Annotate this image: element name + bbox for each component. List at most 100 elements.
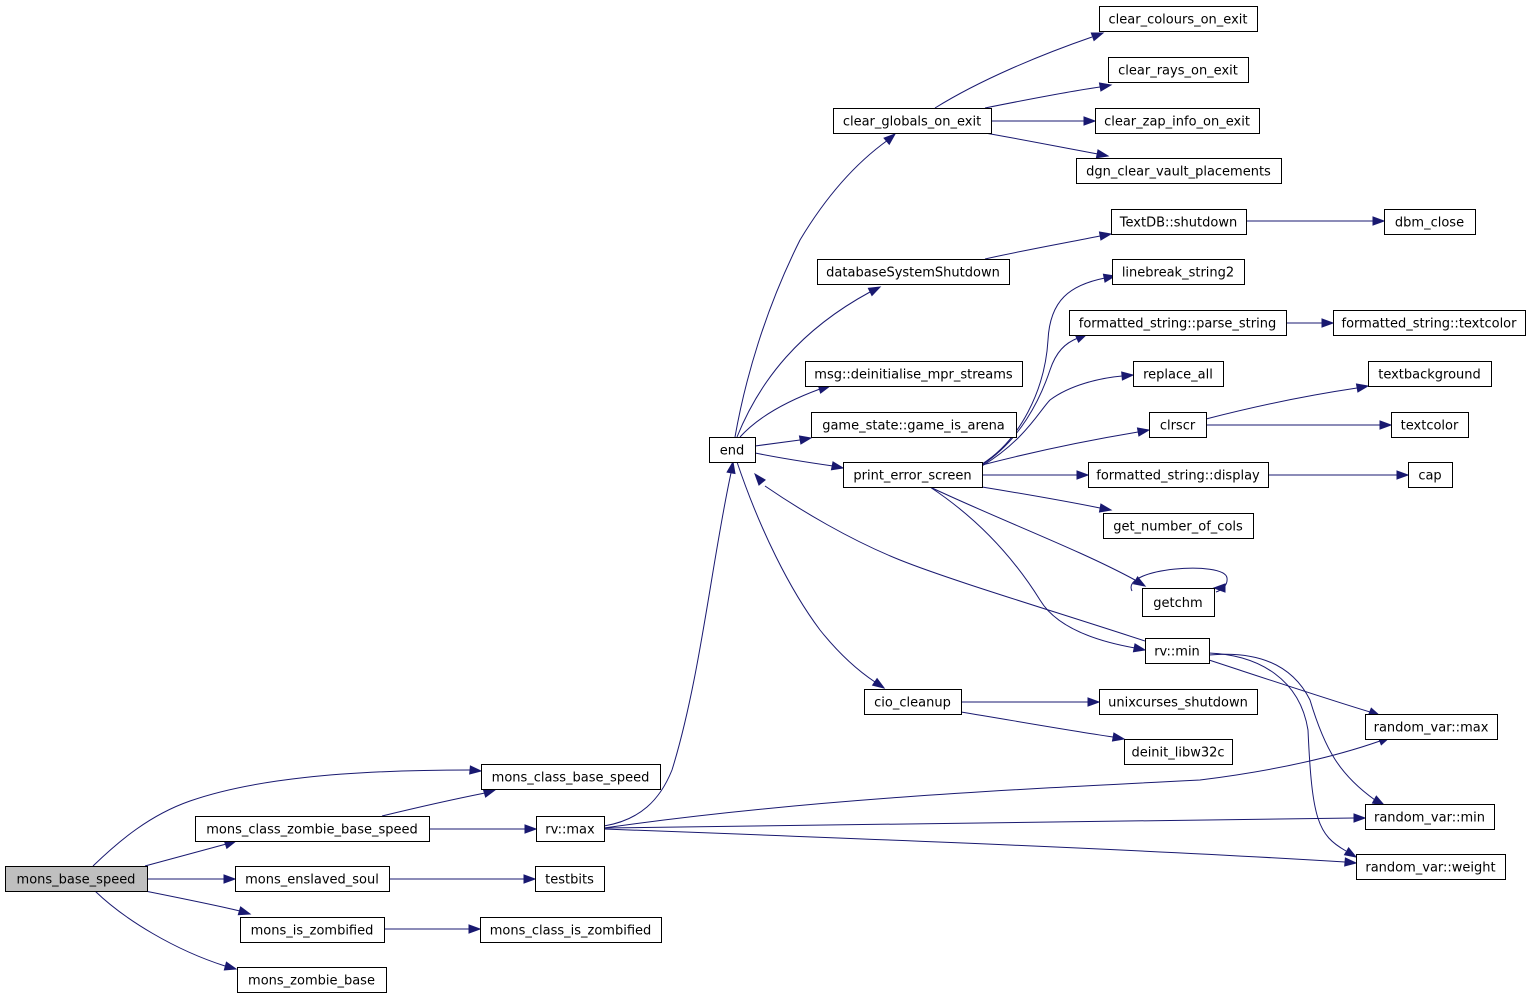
edge-mons_class_zombie_base_speed-to-mons_class_base_speed <box>381 788 497 817</box>
node-mons-zombie-base[interactable]: mons_zombie_base <box>237 967 387 993</box>
node-print-error-screen[interactable]: print_error_screen <box>843 462 983 488</box>
node-box <box>1108 57 1249 83</box>
node-fs-parse-string[interactable]: formatted_string::parse_string <box>1069 310 1287 336</box>
edge-mons_enslaved_soul-to-testbits <box>389 874 537 884</box>
node-clear-rays-on-exit[interactable]: clear_rays_on_exit <box>1108 57 1249 83</box>
node-label: mons_is_zombified <box>251 924 374 939</box>
edge-print_error_screen-to-get_number_of_cols <box>981 486 1113 513</box>
node-label: unixcurses_shutdown <box>1108 696 1248 711</box>
node-clear-globals-on-exit[interactable]: clear_globals_on_exit <box>833 108 992 134</box>
node-mons-is-zombified[interactable]: mons_is_zombified <box>240 917 385 943</box>
node-deinit-libw32c[interactable]: deinit_libw32c <box>1124 739 1233 765</box>
node-random-var-weight[interactable]: random_var::weight <box>1356 854 1506 880</box>
node-label: print_error_screen <box>853 469 971 484</box>
node-box <box>1145 638 1210 664</box>
node-label: formatted_string::display <box>1096 469 1260 484</box>
edge-print_error_screen-to-replace_all <box>981 371 1135 467</box>
node-mons-enslaved-soul[interactable]: mons_enslaved_soul <box>235 866 390 892</box>
node-dgn-clear-vault-placements[interactable]: dgn_clear_vault_placements <box>1076 158 1282 184</box>
node-box <box>1099 689 1258 715</box>
node-label: textcolor <box>1401 419 1459 434</box>
node-label: mons_class_base_speed <box>492 771 650 786</box>
node-cio-cleanup[interactable]: cio_cleanup <box>864 689 962 715</box>
node-end[interactable]: end <box>709 437 756 463</box>
node-clear-zap-info-on-exit[interactable]: clear_zap_info_on_exit <box>1095 108 1260 134</box>
node-label: clear_zap_info_on_exit <box>1104 115 1250 130</box>
node-box <box>1391 412 1469 438</box>
node-textdb-shutdown[interactable]: TextDB::shutdown <box>1111 209 1247 235</box>
node-box <box>1099 6 1258 32</box>
node-deinit-mpr[interactable]: msg::deinitialise_mpr_streams <box>805 361 1023 387</box>
node-cap[interactable]: cap <box>1408 462 1453 488</box>
edge-rv_min-to-random_var_min <box>1208 653 1386 806</box>
node-mons-base-speed[interactable]: mons_base_speed <box>5 866 148 892</box>
node-box <box>817 259 1010 285</box>
node-box <box>1408 462 1453 488</box>
node-label: rv::max <box>545 823 595 838</box>
node-get-number-of-cols[interactable]: get_number_of_cols <box>1103 513 1254 539</box>
node-rv-min[interactable]: rv::min <box>1145 638 1210 664</box>
node-label: get_number_of_cols <box>1113 520 1243 535</box>
node-unixcurses-shutdown[interactable]: unixcurses_shutdown <box>1099 689 1258 715</box>
node-mons-class-zombie-base-speed[interactable]: mons_class_zombie_base_speed <box>195 816 430 842</box>
edge-end-to-game_is_arena <box>754 435 813 447</box>
edge-layer <box>92 32 1410 971</box>
node-testbits[interactable]: testbits <box>535 866 605 892</box>
node-box <box>195 816 430 842</box>
node-box <box>1356 854 1506 880</box>
node-label: random_var::min <box>1374 811 1485 826</box>
node-linebreak-string2[interactable]: linebreak_string2 <box>1112 259 1245 285</box>
node-box <box>843 462 983 488</box>
node-random-var-max[interactable]: random_var::max <box>1365 714 1498 740</box>
node-dbm-close[interactable]: dbm_close <box>1384 209 1476 235</box>
node-label: deinit_libw32c <box>1131 746 1224 761</box>
node-label: linebreak_string2 <box>1122 266 1234 281</box>
edge-mons_base_speed-to-mons_is_zombified <box>144 890 252 916</box>
node-label: databaseSystemShutdown <box>826 266 1000 281</box>
edge-mons_base_speed-to-mons_class_base_speed <box>92 765 483 867</box>
edge-clrscr-to-textcolor <box>1206 420 1393 430</box>
node-textbackground[interactable]: textbackground <box>1368 361 1492 387</box>
node-random-var-min[interactable]: random_var::min <box>1365 804 1495 830</box>
node-fs-display[interactable]: formatted_string::display <box>1088 462 1269 488</box>
edge-clear_globals_on_exit-to-clear_zap_info_on_exit <box>991 116 1097 126</box>
node-label: mons_class_is_zombified <box>490 924 652 939</box>
node-fs-textcolor[interactable]: formatted_string::textcolor <box>1333 310 1526 336</box>
node-box <box>709 437 756 463</box>
node-box <box>481 764 661 790</box>
node-label: dgn_clear_vault_placements <box>1086 165 1271 180</box>
node-databaseSystemShutdown[interactable]: databaseSystemShutdown <box>817 259 1010 285</box>
node-box <box>535 866 605 892</box>
node-game-is-arena[interactable]: game_state::game_is_arena <box>811 412 1017 438</box>
node-rv-max[interactable]: rv::max <box>536 816 605 842</box>
node-box <box>1133 361 1224 387</box>
edge-rv_max-to-end <box>603 460 736 827</box>
node-textcolor[interactable]: textcolor <box>1391 412 1469 438</box>
node-label: testbits <box>545 873 594 888</box>
edge-mons_class_zombie_base_speed-to-rv_max <box>429 824 538 834</box>
node-getchm[interactable]: getchm <box>1142 588 1215 617</box>
node-replace-all[interactable]: replace_all <box>1133 361 1224 387</box>
node-label: end <box>720 444 745 459</box>
node-label: getchm <box>1153 596 1202 611</box>
node-box <box>1112 259 1245 285</box>
node-label: clrscr <box>1160 419 1196 434</box>
node-box <box>1088 462 1269 488</box>
node-mons-class-base-speed[interactable]: mons_class_base_speed <box>481 764 661 790</box>
node-box <box>1384 209 1476 235</box>
edge-fs_display-to-cap <box>1268 470 1410 480</box>
edge-mons_base_speed-to-mons_class_zombie_base_speed <box>144 840 238 867</box>
node-mons-class-is-zombified[interactable]: mons_class_is_zombified <box>480 917 662 943</box>
edge-clear_globals_on_exit-to-dgn_clear_vault_placements <box>984 132 1110 159</box>
node-label: random_var::max <box>1374 721 1489 736</box>
node-clrscr[interactable]: clrscr <box>1149 412 1207 438</box>
node-box <box>1333 310 1526 336</box>
node-label: replace_all <box>1143 368 1213 383</box>
node-box <box>1124 739 1233 765</box>
edge-end-to-deinit_mpr <box>739 384 832 438</box>
node-label: msg::deinitialise_mpr_streams <box>814 368 1013 383</box>
node-clear-colours-on-exit[interactable]: clear_colours_on_exit <box>1099 6 1258 32</box>
edge-rv_min-to-random_var_weight <box>1208 652 1358 858</box>
node-box <box>833 108 992 134</box>
